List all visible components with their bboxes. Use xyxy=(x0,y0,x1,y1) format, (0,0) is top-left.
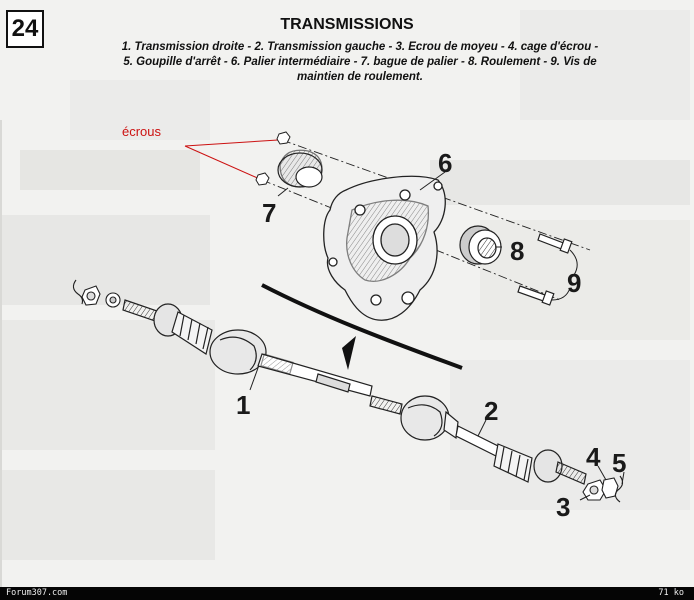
hub-end-right-parts xyxy=(72,279,121,308)
label-part-5: 5 xyxy=(612,448,626,478)
label-part-9: 9 xyxy=(567,268,581,298)
label-leaders xyxy=(249,171,625,501)
footer-file-size: 71 ko xyxy=(658,588,684,598)
footer-bar: Forum307.com 71 ko xyxy=(0,587,694,600)
footer-site: Forum307.com xyxy=(6,588,68,598)
label-part-7: 7 xyxy=(262,198,276,228)
annotation-arrows xyxy=(184,139,279,181)
label-part-2: 2 xyxy=(484,396,498,426)
page-number-box: 24 xyxy=(6,10,44,48)
hub-end-left-parts xyxy=(582,475,624,503)
caption-line-3: maintien de roulement. xyxy=(297,71,423,83)
figure-caption: 1. Transmission droite - 2. Transmission… xyxy=(95,40,625,85)
caption-line-1: 1. Transmission droite - 2. Transmission… xyxy=(121,41,599,53)
bearing-part-8 xyxy=(459,225,502,265)
left-driveshaft-part-2 xyxy=(369,395,587,485)
bolt-leader xyxy=(551,249,578,301)
bearing-nuts xyxy=(255,131,291,186)
retaining-bolts-part-9 xyxy=(517,233,573,306)
label-part-4: 4 xyxy=(586,442,601,472)
label-part-8: 8 xyxy=(510,236,524,266)
caption-line-2: 5. Goupille d'arrêt - 6. Palier interméd… xyxy=(123,56,597,68)
intermediate-bearing-bracket-part-6 xyxy=(323,175,446,321)
bearing-ring-part-7 xyxy=(277,149,323,188)
label-part-6: 6 xyxy=(438,148,452,178)
label-part-3: 3 xyxy=(556,492,570,522)
ecrous-annotation: écrous xyxy=(122,124,162,139)
engine-outline-arc xyxy=(261,283,463,370)
page-title: TRANSMISSIONS xyxy=(280,16,414,33)
engine-outline-notch xyxy=(342,336,356,370)
right-driveshaft-part-1 xyxy=(122,299,373,397)
label-part-1: 1 xyxy=(236,390,250,420)
